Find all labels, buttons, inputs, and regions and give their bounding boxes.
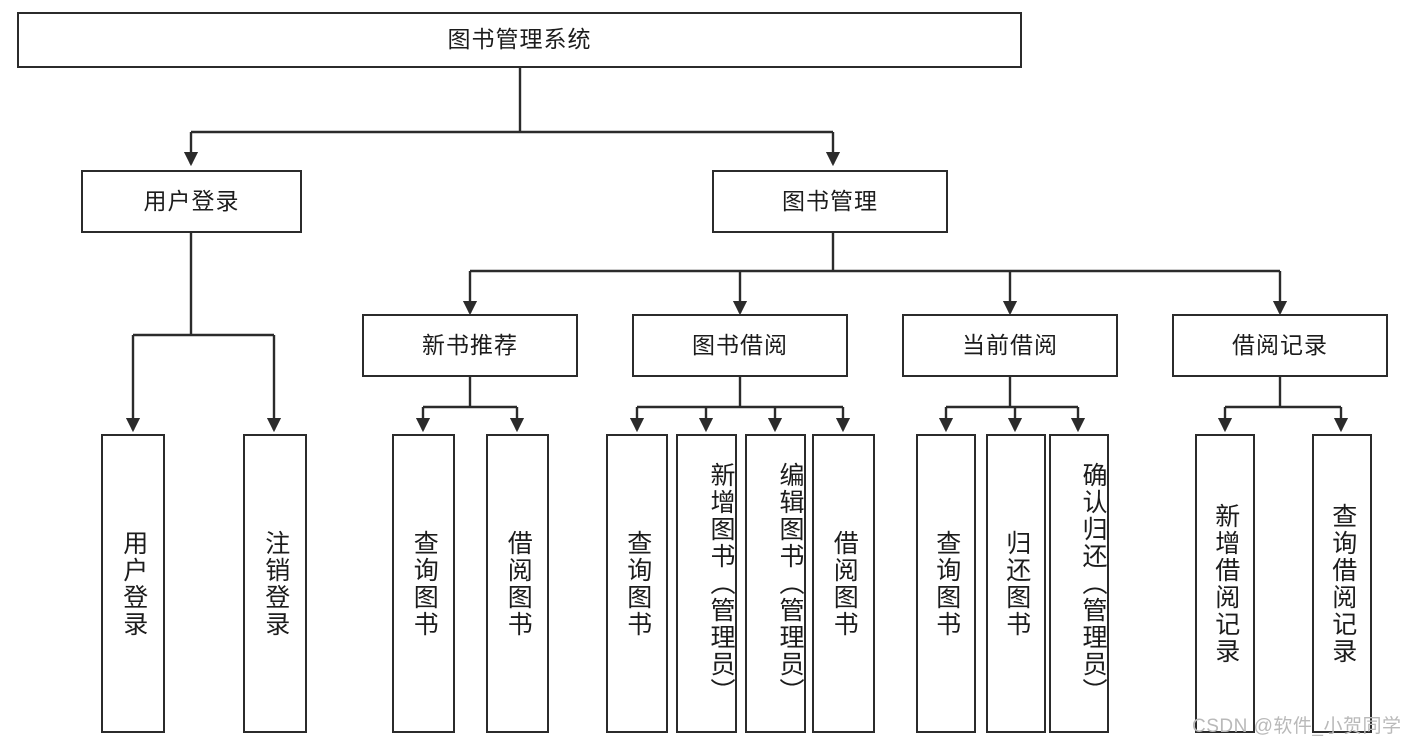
- node-label: 查询图书: [623, 529, 652, 638]
- node-label: 查询借阅记录: [1328, 502, 1357, 665]
- node-book-management[interactable]: 图书管理: [712, 170, 948, 233]
- node-label: 新增借阅记录: [1211, 502, 1240, 665]
- node-label: 图书管理: [782, 187, 878, 214]
- node-label: 用户登录: [119, 529, 148, 638]
- leaf-new-book-borrow[interactable]: 借阅图书: [486, 434, 549, 733]
- leaf-current-borrow-confirm-return[interactable]: 确认归还（管理员）: [1049, 434, 1109, 733]
- node-root-system[interactable]: 图书管理系统: [17, 12, 1022, 68]
- leaf-book-borrow-query[interactable]: 查询图书: [606, 434, 668, 733]
- leaf-borrow-record-add[interactable]: 新增借阅记录: [1195, 434, 1255, 733]
- leaf-book-borrow-add[interactable]: 新增图书（管理员）: [676, 434, 737, 733]
- node-new-book-recommend[interactable]: 新书推荐: [362, 314, 578, 377]
- leaf-book-borrow-borrow[interactable]: 借阅图书: [812, 434, 875, 733]
- node-label: 借阅图书: [830, 529, 859, 638]
- leaf-new-book-query[interactable]: 查询图书: [392, 434, 455, 733]
- leaf-user-login-logout[interactable]: 注销登录: [243, 434, 307, 733]
- node-book-borrow[interactable]: 图书借阅: [632, 314, 848, 377]
- node-label: 确认归还（管理员）: [1079, 462, 1107, 705]
- node-label: 当前借阅: [962, 331, 1058, 358]
- node-label: 查询图书: [932, 529, 961, 638]
- node-label: 图书借阅: [692, 331, 788, 358]
- node-label: 查询图书: [410, 529, 439, 638]
- node-user-login[interactable]: 用户登录: [81, 170, 302, 233]
- node-label: 借阅图书: [504, 529, 533, 638]
- node-label: 新书推荐: [422, 331, 518, 358]
- node-label: 借阅记录: [1232, 331, 1328, 358]
- node-borrow-record[interactable]: 借阅记录: [1172, 314, 1388, 377]
- node-label: 编辑图书（管理员）: [776, 462, 804, 705]
- node-label: 归还图书: [1002, 529, 1031, 638]
- node-label: 注销登录: [261, 529, 290, 638]
- leaf-user-login-login[interactable]: 用户登录: [101, 434, 165, 733]
- watermark: CSDN @软件_小贺同学: [1192, 716, 1402, 737]
- leaf-current-borrow-return[interactable]: 归还图书: [986, 434, 1046, 733]
- leaf-book-borrow-edit[interactable]: 编辑图书（管理员）: [745, 434, 806, 733]
- node-label: 新增图书（管理员）: [707, 462, 735, 705]
- node-label: 图书管理系统: [447, 26, 592, 53]
- leaf-current-borrow-query[interactable]: 查询图书: [916, 434, 976, 733]
- leaf-borrow-record-query[interactable]: 查询借阅记录: [1312, 434, 1372, 733]
- node-label: 用户登录: [143, 187, 240, 214]
- node-current-borrow[interactable]: 当前借阅: [902, 314, 1118, 377]
